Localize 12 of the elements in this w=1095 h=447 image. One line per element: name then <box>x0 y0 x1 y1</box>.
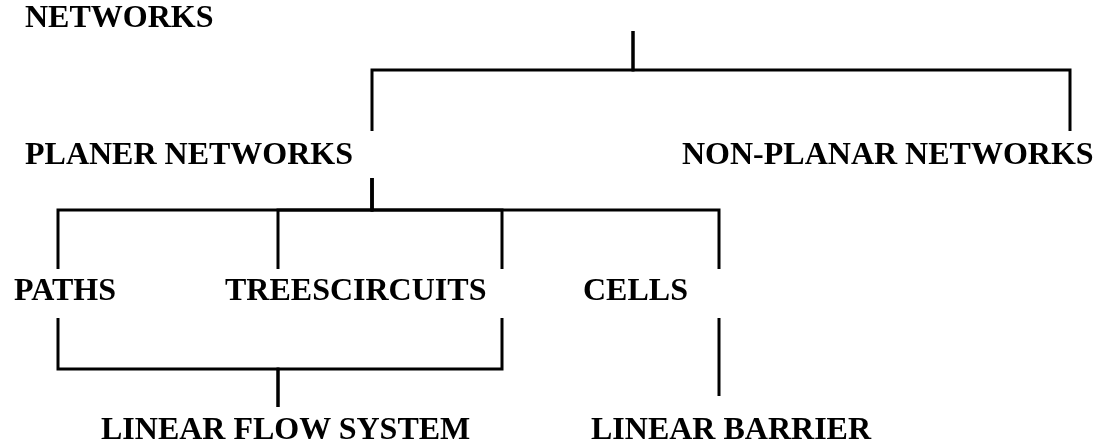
connector-line <box>631 31 1072 131</box>
node-label: NON-PLANAR NETWORKS <box>682 137 1094 169</box>
node-label: NETWORKS <box>25 0 214 32</box>
node-label: CELLS <box>583 273 688 305</box>
node-label: PLANER NETWORKS <box>25 137 354 169</box>
node-label: TREESCIRCUITS <box>225 273 487 305</box>
connector-line <box>276 318 504 407</box>
node-label: LINEAR BARRIER <box>591 412 872 444</box>
connector-line <box>717 318 721 396</box>
node-label: PATHS <box>14 273 116 305</box>
connector-line <box>370 178 721 269</box>
node-label: LINEAR FLOW SYSTEM <box>101 412 471 444</box>
